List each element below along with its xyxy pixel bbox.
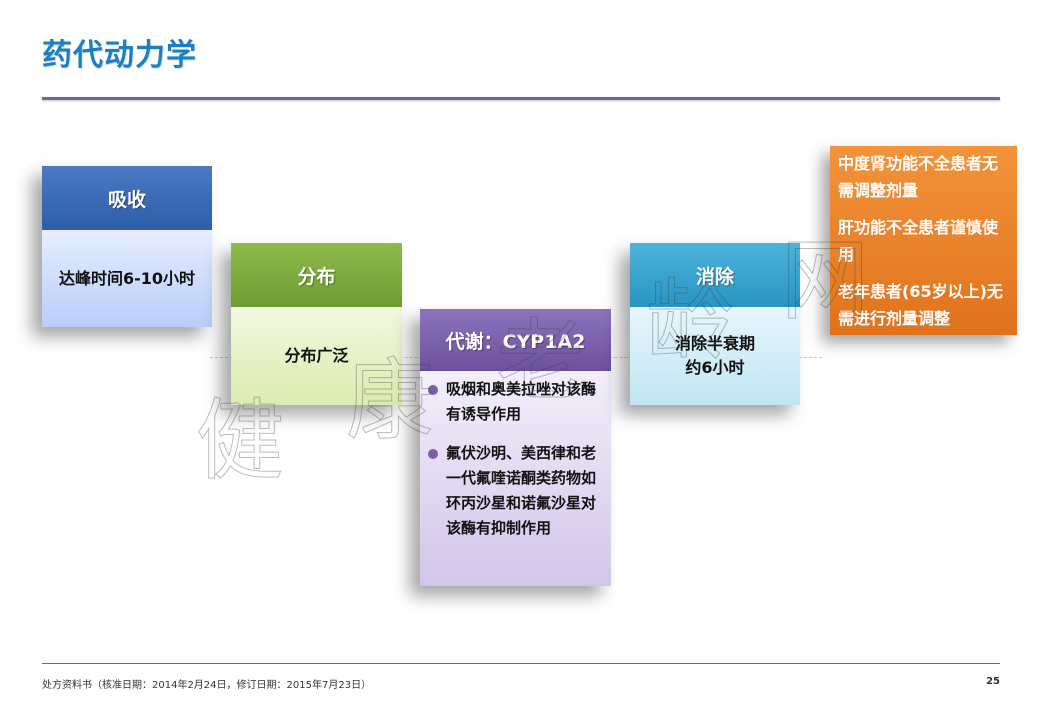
footer-divider <box>42 663 1000 664</box>
metabolism-body: 吸烟和奥美拉唑对该酶有诱导作用 氟伏沙明、美西律和老一代氟喹诺酮类药物如环丙沙星… <box>420 371 611 586</box>
note-item: 老年患者(65岁以上)无需进行剂量调整 <box>838 282 1003 328</box>
elimination-body: 消除半衰期 约6小时 <box>630 307 800 405</box>
distribution-card: 分布 分布广泛 <box>231 243 402 405</box>
absorption-body: 达峰时间6-10小时 <box>42 230 212 327</box>
elimination-card: 消除 消除半衰期 约6小时 <box>630 243 800 405</box>
distribution-body: 分布广泛 <box>231 307 402 405</box>
metabolism-bullet-text: 氟伏沙明、美西律和老一代氟喹诺酮类药物如环丙沙星和诺氟沙星对该酶有抑制作用 <box>446 444 597 537</box>
metabolism-header: 代谢：CYP1A2 <box>420 309 611 371</box>
absorption-header: 吸收 <box>42 166 212 230</box>
distribution-header: 分布 <box>231 243 402 307</box>
page-number: 25 <box>986 676 1000 687</box>
elimination-body-line1: 消除半衰期 <box>674 334 755 353</box>
metabolism-bullet-text: 吸烟和奥美拉唑对该酶有诱导作用 <box>446 380 597 423</box>
elimination-body-line2: 约6小时 <box>685 358 745 377</box>
elimination-header: 消除 <box>630 243 800 307</box>
metabolism-card: 代谢：CYP1A2 吸烟和奥美拉唑对该酶有诱导作用 氟伏沙明、美西律和老一代氟喹… <box>420 309 611 586</box>
title-divider <box>42 97 1000 100</box>
absorption-card: 吸收 达峰时间6-10小时 <box>42 166 212 327</box>
note-item: 肝功能不全患者谨慎使用 <box>838 218 999 264</box>
page-title: 药代动力学 <box>42 38 197 73</box>
bullet-dot-icon <box>428 385 438 395</box>
metabolism-bullet: 吸烟和奥美拉唑对该酶有诱导作用 <box>426 377 603 427</box>
metabolism-bullet: 氟伏沙明、美西律和老一代氟喹诺酮类药物如环丙沙星和诺氟沙星对该酶有抑制作用 <box>426 441 603 541</box>
special-population-notes: 中度肾功能不全患者无需调整剂量 肝功能不全患者谨慎使用 老年患者(65岁以上)无… <box>830 146 1017 335</box>
bullet-dot-icon <box>428 449 438 459</box>
footer-text: 处方资料书（核准日期：2014年2月24日，修订日期：2015年7月23日） <box>42 680 372 691</box>
note-item: 中度肾功能不全患者无需调整剂量 <box>838 154 999 200</box>
